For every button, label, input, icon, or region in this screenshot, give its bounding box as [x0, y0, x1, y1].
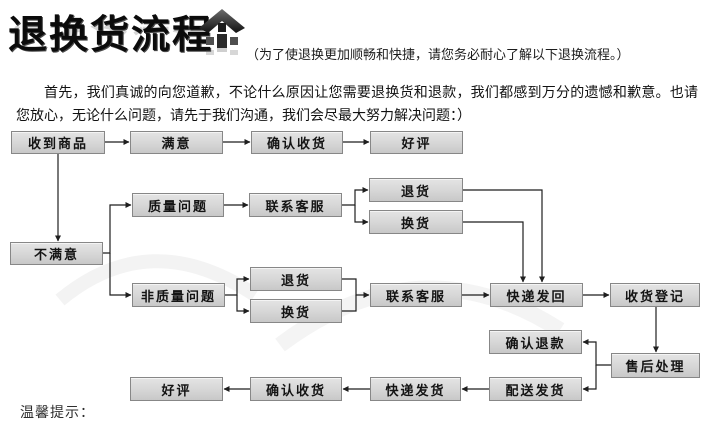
flow-node-received: 收到商品: [11, 131, 105, 154]
flow-node-return-2: 退货: [250, 267, 342, 291]
flow-node-quality-issue: 质量问题: [132, 193, 224, 217]
edge-aftersale-process-to-dispatch-ship: [582, 365, 597, 392]
flow-node-dispatch-ship: 配送发货: [489, 377, 582, 401]
warm-tip-label: 温馨提示：: [20, 405, 95, 421]
flow-node-confirm-receipt-1: 确认收货: [251, 131, 343, 154]
edge-unsatisfied-to-quality-issue: [103, 202, 132, 254]
page-title: 退换货流程: [8, 13, 214, 58]
flow-node-aftersale-process: 售后处理: [611, 353, 700, 378]
edge-non-quality-issue-to-return-2: [225, 276, 250, 296]
intro-paragraph: 首先，我们真诚的向您道歉，不论什么原因让您需要退换货和退款，我们都感到万分的遗憾…: [16, 85, 698, 124]
home-arrow-icon: [199, 9, 245, 55]
flow-node-unsatisfied: 不满意: [10, 242, 103, 265]
edge-contact-cs-1-to-exchange-1: [354, 205, 369, 225]
flow-node-express-ship: 快递发货: [370, 377, 461, 401]
flow-node-contact-cs-1: 联系客服: [249, 193, 342, 217]
flow-node-receipt-register: 收货登记: [610, 283, 700, 307]
edge-return-1-to-express-sendback: [463, 189, 545, 283]
flow-node-exchange-1: 换货: [369, 210, 463, 234]
edge-aftersale-process-to-confirm-refund: [582, 339, 611, 366]
edge-unsatisfied-to-non-quality-issue: [109, 253, 132, 298]
edge-return-2-to-contact-cs-2: [342, 278, 370, 298]
page-subtitle: （为了使退换更加顺畅和快捷，请您务必耐心了解以下退换流程。）: [246, 48, 630, 63]
flow-node-good-review-2: 好评: [130, 377, 223, 401]
flow-node-confirm-refund: 确认退款: [489, 330, 582, 354]
flow-node-return-1: 退货: [369, 178, 463, 202]
flow-node-good-review-1: 好评: [370, 131, 463, 154]
flow-node-non-quality-issue: 非质量问题: [132, 283, 225, 307]
edge-non-quality-issue-to-exchange-2: [236, 295, 250, 314]
flow-node-contact-cs-2: 联系客服: [370, 283, 462, 307]
edge-exchange-2-to-contact-cs-2: [342, 295, 357, 312]
edge-contact-cs-1-to-return-1: [342, 187, 369, 206]
flow-node-exchange-2: 换货: [250, 299, 342, 323]
flow-node-confirm-receipt-2: 确认收货: [250, 377, 342, 401]
flow-node-express-sendback: 快递发回: [490, 283, 583, 307]
edge-exchange-1-to-express-sendback: [463, 221, 526, 283]
flow-node-satisfied: 满意: [130, 131, 223, 154]
